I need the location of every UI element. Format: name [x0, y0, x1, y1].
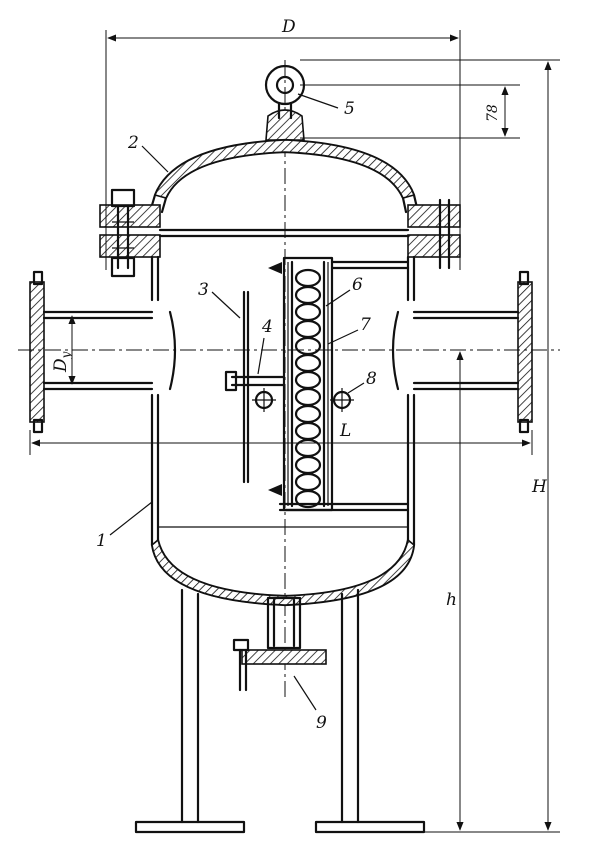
filter-coil — [294, 268, 322, 288]
drain-fitting — [232, 596, 327, 692]
callout-2: 2 — [127, 133, 139, 153]
support-legs — [134, 588, 426, 834]
dim-Dy-label: Dy — [51, 351, 73, 373]
gauge-fittings — [252, 388, 354, 412]
filter-coils — [294, 268, 322, 509]
filter-coil — [294, 455, 322, 475]
dim-78-label: 78 — [485, 104, 501, 122]
dim-h-label: h — [446, 590, 457, 610]
callout-1: 1 — [96, 531, 107, 551]
filter-element — [268, 256, 410, 512]
callout-4: 4 — [261, 317, 273, 337]
dim-L-label: L — [339, 421, 351, 441]
dim-H-label: H — [531, 477, 548, 497]
filter-coil — [294, 353, 322, 373]
lifting-eye — [264, 64, 306, 141]
dim-D-label: D — [281, 17, 296, 37]
vessel-cover — [148, 138, 420, 214]
callout-7: 7 — [360, 315, 371, 335]
filter-coil — [294, 489, 322, 509]
callout-6: 6 — [352, 275, 363, 295]
filter-coil — [294, 438, 322, 458]
callout-9: 9 — [316, 713, 327, 733]
vessel-shell — [150, 255, 416, 607]
filter-coil — [294, 336, 322, 356]
callout-3: 3 — [198, 280, 209, 300]
outlet-nozzle — [391, 270, 533, 434]
callout-5: 5 — [344, 99, 355, 119]
filter-coil — [294, 302, 322, 322]
filter-coil — [294, 404, 322, 424]
filter-coil — [294, 319, 322, 339]
callout-8: 8 — [366, 369, 377, 389]
filter-coil — [294, 472, 322, 492]
baffle-plate — [224, 290, 286, 484]
filter-coil — [294, 285, 322, 305]
filter-coil — [294, 421, 322, 441]
body-flange-pair — [99, 188, 461, 278]
filter-coil — [294, 387, 322, 407]
filter-coil — [294, 370, 322, 390]
inlet-nozzle — [29, 270, 177, 434]
